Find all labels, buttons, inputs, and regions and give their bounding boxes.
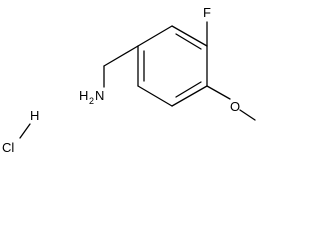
bond-c-o: [206, 85, 231, 100]
ring-bond-c1-c2: [171, 25, 208, 47]
amine-group-label: H 2 N: [79, 88, 104, 106]
ring-double-bond-inner-2: [175, 81, 202, 98]
benzene-ring: [137, 25, 208, 107]
ring-bond-c3-c4: [171, 85, 208, 107]
chemical-structure: F O H 2 N H Cl: [2, 5, 256, 155]
atom-chlorine: Cl: [2, 140, 14, 155]
atom-salt-hydrogen: H: [30, 108, 39, 123]
bond-h-cl: [19, 123, 31, 139]
ring-double-bond-inner-1: [175, 33, 202, 50]
atom-oxygen: O: [230, 99, 240, 114]
bond-o-ch3: [239, 109, 256, 121]
ring-bond-c6-c1: [137, 25, 173, 47]
amine-hydrogen-count: 2: [89, 96, 94, 106]
atom-nitrogen: N: [95, 88, 104, 103]
ring-bond-c4-c5: [137, 85, 173, 107]
atom-fluorine: F: [203, 5, 211, 20]
bond-ring-ch2: [103, 45, 139, 67]
atom-amine-hydrogen: H: [79, 88, 88, 103]
